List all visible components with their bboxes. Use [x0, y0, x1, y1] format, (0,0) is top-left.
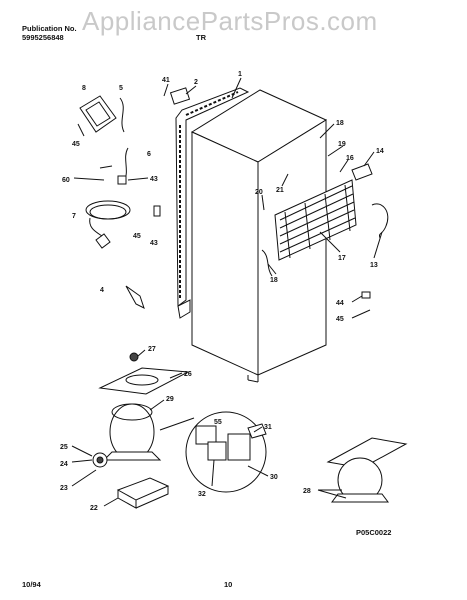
- callout-21: 21: [276, 187, 284, 194]
- callout-43-upper: 43: [150, 176, 158, 183]
- callout-2: 2: [194, 79, 198, 86]
- footer-page: 10: [224, 580, 233, 589]
- callout-27: 27: [148, 346, 156, 353]
- callout-24: 24: [60, 461, 68, 468]
- callout-41: 41: [162, 77, 170, 84]
- callout-8: 8: [82, 85, 86, 92]
- callout-14: 14: [376, 148, 384, 155]
- callout-13: 13: [370, 262, 378, 269]
- publication-label: Publication No.: [22, 24, 77, 33]
- callout-32: 32: [198, 491, 206, 498]
- callout-45-right: 45: [336, 316, 344, 323]
- callout-6: 6: [147, 151, 151, 158]
- callout-18-lower: 18: [270, 277, 278, 284]
- compressor: [102, 403, 162, 461]
- callout-19: 19: [338, 141, 346, 148]
- callout-4: 4: [100, 287, 104, 294]
- callout-5: 5: [119, 85, 123, 92]
- callout-31: 31: [264, 424, 272, 431]
- publication-number: 5995256848: [22, 33, 64, 42]
- compressor-right: [326, 437, 408, 503]
- callout-60: 60: [62, 177, 70, 184]
- watermark-text: AppliancePartsPros.com: [82, 6, 378, 36]
- callout-45: 45: [72, 141, 80, 148]
- callout-43-lower: 43: [150, 240, 158, 247]
- diagram-code: P05C0022: [356, 528, 392, 537]
- callout-55: 55: [214, 419, 222, 426]
- callout-16: 16: [346, 155, 354, 162]
- door-strip: [175, 87, 250, 319]
- callout-26: 26: [184, 371, 192, 378]
- callout-28: 28: [303, 488, 311, 495]
- callout-7: 7: [72, 213, 76, 220]
- callout-17: 17: [338, 255, 346, 262]
- footer-date: 10/94: [22, 580, 41, 589]
- callout-22: 22: [90, 505, 98, 512]
- callout-44: 44: [336, 300, 344, 307]
- callout-18-upper: 18: [336, 120, 344, 127]
- callout-1: 1: [238, 71, 242, 78]
- callout-30: 30: [270, 474, 278, 481]
- callout-29: 29: [166, 396, 174, 403]
- model-prefix: TR: [196, 33, 206, 42]
- callout-25: 25: [60, 444, 68, 451]
- callout-20: 20: [255, 189, 263, 196]
- callout-45-lower: 45: [133, 233, 141, 240]
- condenser: [274, 179, 357, 261]
- callout-23: 23: [60, 485, 68, 492]
